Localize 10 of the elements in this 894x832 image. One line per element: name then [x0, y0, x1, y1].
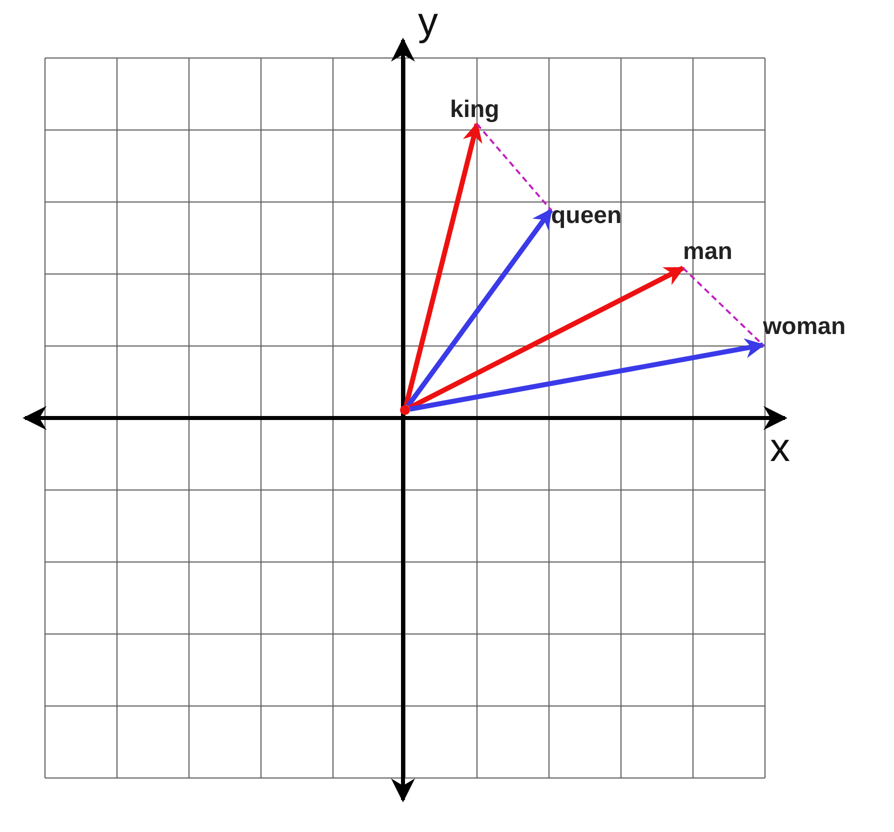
vector-label: queen — [551, 202, 643, 232]
vector-arrow — [409, 338, 765, 412]
vector-arrow — [408, 266, 685, 410]
axis-label: y — [418, 2, 438, 42]
origin-dot — [400, 405, 410, 415]
dashed-line — [476, 123, 552, 211]
vector-arrow — [404, 122, 482, 406]
vector-arrow — [406, 208, 554, 408]
axis-label: x — [770, 428, 790, 468]
dashed-line — [682, 267, 764, 346]
